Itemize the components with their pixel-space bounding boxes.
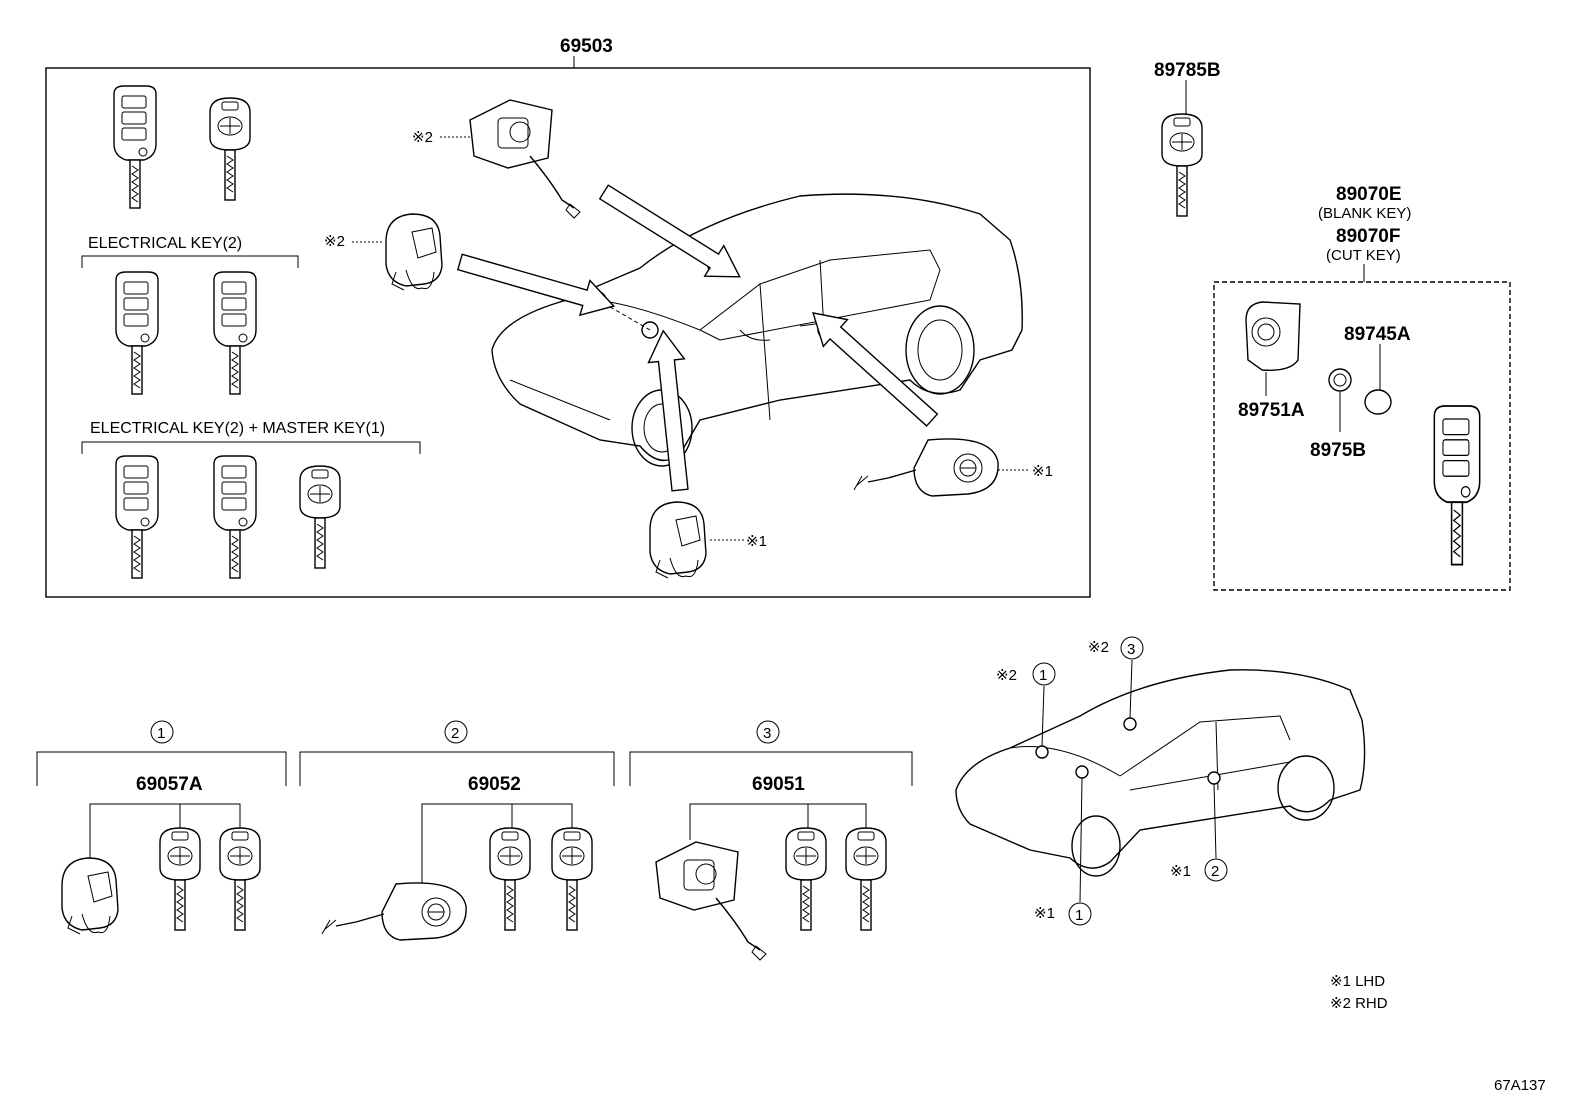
part-number-69051: 69051: [752, 774, 805, 795]
rhd-mark: ※2: [324, 233, 345, 250]
part-number-69503: 69503: [560, 36, 613, 57]
master-key-icon: [159, 827, 201, 931]
part-number-89751A: 89751A: [1238, 400, 1305, 421]
set-number-1: 1: [157, 725, 165, 742]
master-key-icon: [785, 827, 827, 931]
remote-key-icon: [1433, 405, 1481, 566]
arrow-icon: [593, 176, 750, 293]
master-key-icon: [845, 827, 887, 931]
remote-key-icon: [113, 85, 157, 209]
master-key-icon: [209, 97, 251, 201]
rhd-mark: ※2: [412, 129, 433, 146]
master-key-icon: [299, 465, 341, 569]
electrical-key-master-label: ELECTRICAL KEY(2) + MASTER KEY(1): [90, 420, 385, 437]
location-number-1: 1: [1075, 907, 1083, 924]
part-number-89785B: 89785B: [1154, 60, 1221, 81]
remote-key-icon: [115, 455, 159, 579]
kit-89070-frame: [1213, 281, 1511, 591]
arrow-icon: [644, 328, 699, 493]
part-number-89745A: 89745A: [1344, 324, 1411, 345]
remote-key-icon: [115, 271, 159, 395]
battery-cover-icon: [1328, 368, 1352, 392]
blank-key-label: (BLANK KEY): [1318, 205, 1411, 222]
key-cover-icon: [1245, 301, 1301, 371]
set-number-2: 2: [451, 725, 459, 742]
door-lock-icon: [853, 438, 999, 497]
battery-icon: [1364, 389, 1392, 415]
ignition-switch-icon: [469, 99, 581, 219]
location-number-1: 1: [1039, 667, 1047, 684]
cut-key-label: (CUT KEY): [1326, 247, 1401, 264]
lhd-mark: ※1: [746, 533, 767, 550]
lhd-mark: ※1: [1032, 463, 1053, 480]
master-key-icon: [219, 827, 261, 931]
master-key-icon: [489, 827, 531, 931]
location-number-3: 3: [1127, 641, 1135, 658]
vehicle-illustration: [491, 193, 1023, 467]
legend-rhd: ※2 RHD: [1330, 995, 1388, 1012]
lhd-mark: ※1: [1170, 863, 1191, 880]
lock-cylinder-icon: [649, 501, 707, 579]
lock-cylinder-icon: [61, 857, 119, 935]
lhd-mark: ※1: [1034, 905, 1055, 922]
kit-69503-frame: [45, 67, 1091, 598]
vehicle-location-illustration: [955, 669, 1366, 877]
arrow-icon: [800, 298, 945, 435]
master-key-icon: [551, 827, 593, 931]
figure-code: 67A137: [1494, 1077, 1546, 1094]
legend-lhd: ※1 LHD: [1330, 973, 1385, 990]
location-number-2: 2: [1211, 863, 1219, 880]
electrical-key-2-label: ELECTRICAL KEY(2): [88, 235, 242, 252]
lock-cylinder-icon: [385, 213, 443, 291]
part-number-8975B: 8975B: [1310, 440, 1366, 461]
part-number-89070E: 89070E: [1336, 184, 1402, 205]
remote-key-icon: [213, 455, 257, 579]
rhd-mark: ※2: [996, 667, 1017, 684]
rhd-mark: ※2: [1088, 639, 1109, 656]
ignition-switch-icon: [655, 841, 767, 961]
master-key-icon: [1161, 113, 1203, 217]
arrow-icon: [454, 243, 620, 325]
part-number-69052: 69052: [468, 774, 521, 795]
door-lock-icon: [321, 882, 467, 941]
part-number-89070F: 89070F: [1336, 226, 1400, 247]
part-number-69057A: 69057A: [136, 774, 203, 795]
set-number-3: 3: [763, 725, 771, 742]
remote-key-icon: [213, 271, 257, 395]
